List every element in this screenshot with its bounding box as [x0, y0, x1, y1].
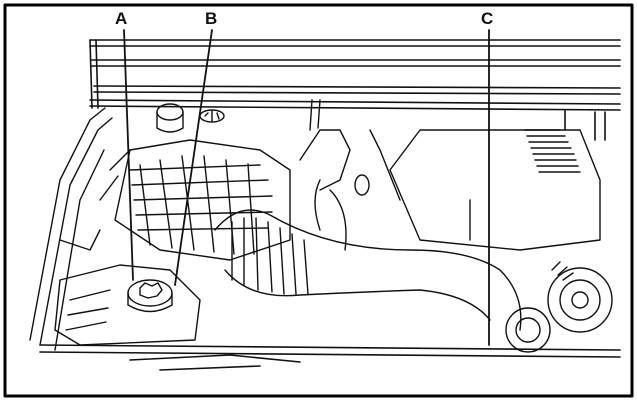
alternator — [505, 261, 613, 353]
reservoir-caps — [156, 103, 225, 133]
leader-b — [174, 29, 213, 286]
callout-label-a: A — [115, 9, 128, 28]
leader-a — [123, 29, 134, 281]
callout-leaders — [123, 29, 490, 346]
lower-frame — [39, 344, 621, 371]
callout-label-b: B — [205, 9, 218, 28]
air-intake — [99, 139, 291, 261]
left-fender — [29, 107, 113, 351]
intake-hose — [214, 209, 522, 331]
figure-border — [3, 3, 634, 398]
washer-reservoir — [54, 264, 201, 346]
hoses-middle — [299, 99, 401, 251]
engine-cover — [389, 129, 601, 251]
callout-label-c: C — [481, 9, 494, 28]
hood-frame — [89, 39, 621, 141]
